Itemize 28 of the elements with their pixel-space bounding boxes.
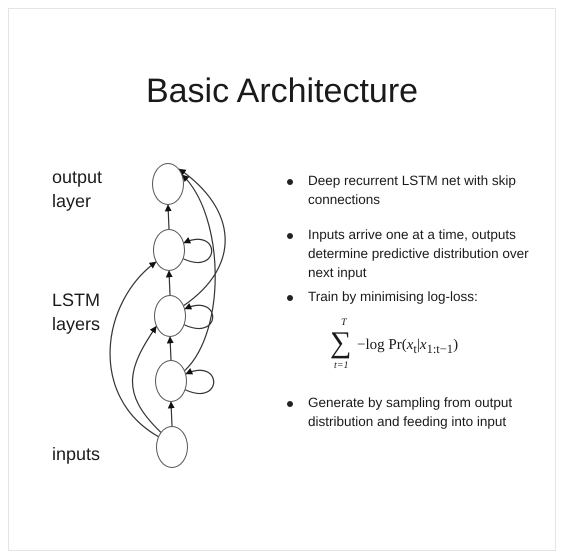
- arrow: [164, 204, 172, 230]
- slide-title: Basic Architecture: [144, 72, 420, 111]
- arrow: [168, 401, 175, 426]
- formula-text: T: [341, 318, 347, 328]
- arrow: [110, 262, 158, 437]
- layer-label: output layer: [52, 166, 104, 214]
- neuron-circle: [152, 163, 184, 205]
- arrow: [132, 326, 162, 433]
- arrow: [182, 174, 216, 371]
- neuron-circle: [154, 295, 186, 337]
- arrow: [166, 336, 174, 360]
- bullet-text: Generate by sampling from output distribution and feeding into input: [308, 394, 514, 431]
- bullet-text: Train by minimising log-loss:: [308, 288, 479, 306]
- formula-text: t=1: [334, 361, 349, 371]
- neuron-circle: [155, 360, 187, 402]
- self-loop-arrow: [183, 237, 212, 264]
- arrow: [166, 270, 173, 296]
- neuron-circle: [156, 426, 188, 468]
- self-loop-arrow: [184, 303, 214, 330]
- arrow: [178, 168, 226, 306]
- self-loop-arrow: [185, 368, 214, 394]
- layer-label: inputs: [52, 443, 102, 466]
- formula-text: ∑: [330, 328, 352, 358]
- formula-text: −log Pr(x$_{t}$|x$_{1:t−1}$): [357, 338, 458, 356]
- neuron-circle: [153, 229, 185, 271]
- bullet-text: Inputs arrive one at a time, outputs determine predictive distribution over next input: [308, 226, 530, 282]
- bullet-text: Deep recurrent LSTM net with skip connections: [308, 172, 517, 209]
- layer-label: LSTM layers: [52, 289, 102, 336]
